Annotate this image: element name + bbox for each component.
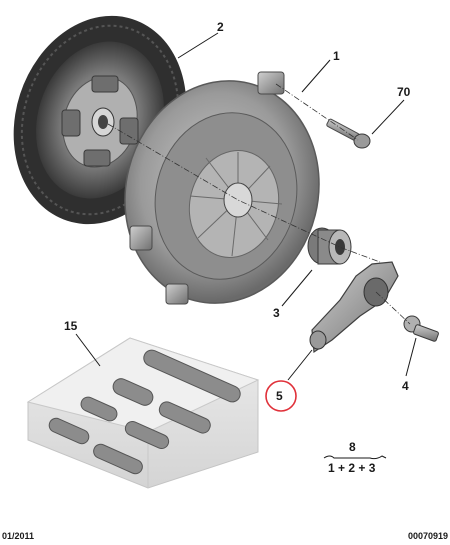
cover-mounting-lug-top bbox=[257, 71, 285, 95]
callout-15: 15 bbox=[64, 319, 78, 333]
disc-hub-bore bbox=[98, 115, 108, 129]
kit-sleeves bbox=[48, 349, 241, 475]
damper-spring-bottom bbox=[83, 149, 111, 167]
cover-mounting-lug-bottom bbox=[165, 283, 189, 305]
sleeve-short-2 bbox=[48, 417, 90, 445]
release-bearing bbox=[307, 227, 352, 265]
leader-3 bbox=[281, 269, 313, 307]
diaphragm-center bbox=[223, 182, 253, 218]
leader-5 bbox=[287, 349, 313, 381]
callout-3: 3 bbox=[273, 306, 280, 320]
sleeve-kit-box bbox=[26, 337, 260, 489]
sleeve-medium-4 bbox=[93, 443, 143, 475]
damper-spring-right bbox=[119, 117, 139, 145]
damper-spring-top bbox=[91, 75, 119, 93]
callout-1: 1 bbox=[333, 49, 340, 63]
leader-2 bbox=[177, 32, 219, 59]
footer-date: 01/2011 bbox=[2, 531, 35, 541]
sleeve-long bbox=[143, 349, 241, 403]
pivot-ball-stud bbox=[403, 315, 439, 342]
leader-lines bbox=[75, 32, 417, 381]
fork-tip bbox=[309, 330, 327, 350]
stud-thread bbox=[413, 324, 439, 342]
bearing-bore bbox=[335, 239, 345, 255]
clutch-disc bbox=[13, 15, 187, 225]
sleeve-short-1 bbox=[80, 396, 118, 422]
leader-1 bbox=[301, 59, 331, 93]
stud-axis bbox=[375, 291, 411, 325]
kit-number: 8 bbox=[349, 440, 356, 454]
sleeve-medium-2 bbox=[158, 401, 211, 434]
callout-5: 5 bbox=[276, 389, 283, 403]
kit-brace bbox=[323, 455, 387, 460]
callout-70: 70 bbox=[397, 85, 411, 99]
kit-formula: 1 + 2 + 3 bbox=[328, 461, 376, 475]
sleeve-medium-1 bbox=[112, 378, 154, 406]
bolt-head bbox=[353, 133, 371, 149]
highlight-ring bbox=[265, 380, 297, 412]
footer-reference: 00070919 bbox=[407, 531, 448, 541]
sleeve-medium-3 bbox=[124, 420, 170, 450]
leader-15 bbox=[75, 333, 101, 367]
callout-2: 2 bbox=[217, 20, 224, 34]
release-fork bbox=[309, 261, 399, 354]
bolt-axis bbox=[275, 83, 359, 141]
cover-mounting-lug-left bbox=[129, 225, 153, 251]
leader-70 bbox=[371, 99, 405, 135]
pressure-plate bbox=[124, 71, 320, 305]
damper-spring-left bbox=[61, 109, 81, 137]
callout-4: 4 bbox=[402, 379, 409, 393]
leader-4 bbox=[405, 337, 417, 377]
